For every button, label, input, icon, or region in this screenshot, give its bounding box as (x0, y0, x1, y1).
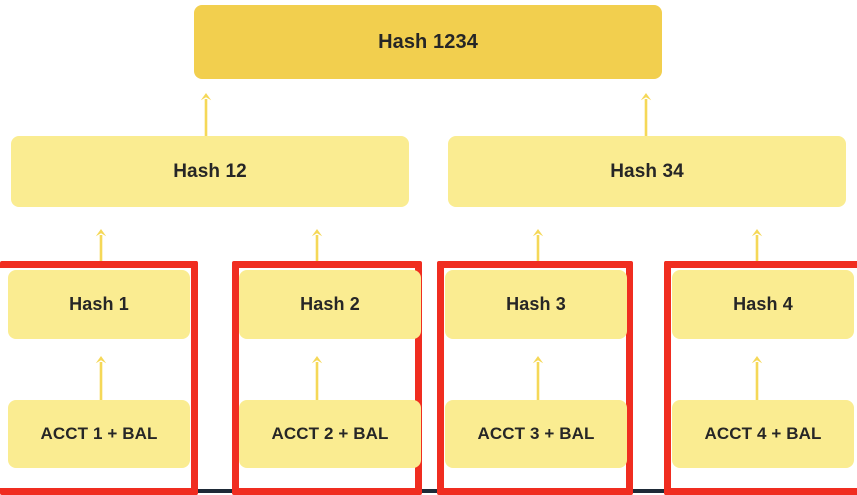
node-branch-hash-12[interactable]: Hash 12 (11, 136, 409, 207)
arrow-hash12-to-root-icon (198, 93, 214, 136)
leaf-group-3 (437, 261, 633, 495)
node-account-4[interactable]: ACCT 4 + BAL (672, 400, 854, 468)
bottom-stub-3 (633, 489, 664, 493)
node-account-3[interactable]: ACCT 3 + BAL (445, 400, 627, 468)
arrow-hash34-to-root-icon (638, 93, 654, 136)
node-leaf-hash-2[interactable]: Hash 2 (239, 270, 421, 339)
leaf-group-2 (232, 261, 422, 495)
leaf-group-4 (664, 261, 857, 495)
node-leaf-hash-1[interactable]: Hash 1 (8, 270, 190, 339)
node-account-2[interactable]: ACCT 2 + BAL (239, 400, 421, 468)
node-leaf-hash-4[interactable]: Hash 4 (672, 270, 854, 339)
bottom-stub-1 (198, 489, 232, 493)
node-leaf-hash-3[interactable]: Hash 3 (445, 270, 627, 339)
node-root-hash-1234[interactable]: Hash 1234 (194, 5, 662, 79)
bottom-stub-2 (422, 489, 437, 493)
node-branch-hash-34[interactable]: Hash 34 (448, 136, 846, 207)
node-account-1[interactable]: ACCT 1 + BAL (8, 400, 190, 468)
leaf-group-1 (0, 261, 198, 495)
